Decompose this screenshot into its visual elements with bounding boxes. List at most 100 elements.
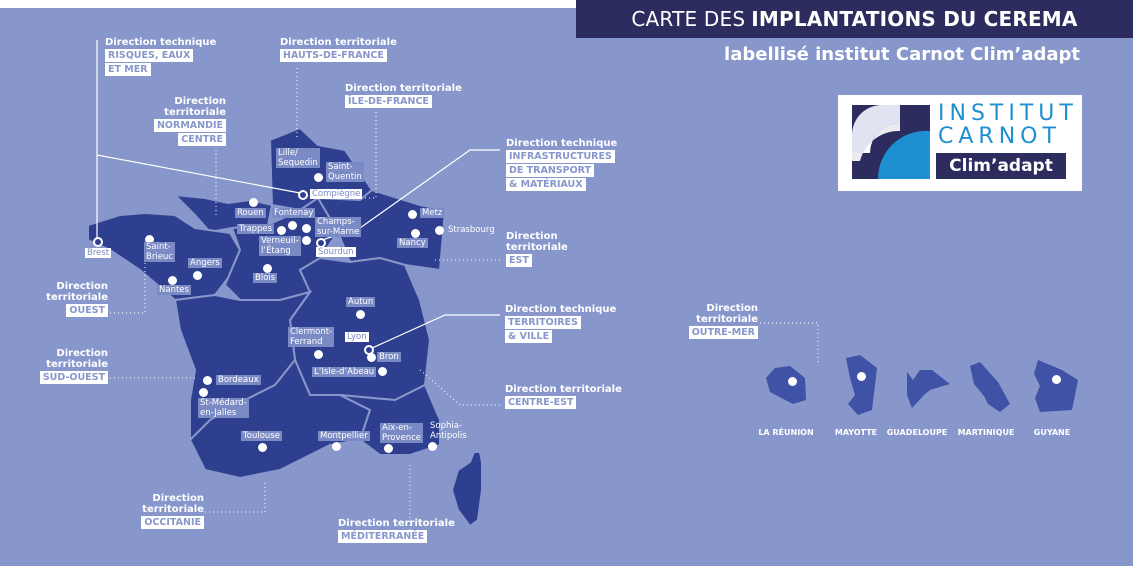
city-label-lyon: Lyon bbox=[345, 332, 369, 342]
city-dot-montpellier[interactable] bbox=[332, 442, 341, 451]
overseas-martinique: MARTINIQUE bbox=[957, 428, 1015, 437]
city-dot-aix[interactable] bbox=[384, 444, 393, 453]
city-label-champs: Champs- sur-Marne bbox=[315, 217, 362, 237]
city-label-compiegne: Compiègne bbox=[310, 189, 363, 199]
city-dot-nantes[interactable] bbox=[168, 276, 177, 285]
direction-centre-est: Direction territoriale CENTRE-EST bbox=[505, 384, 622, 409]
logo-line-3: Clim’adapt bbox=[936, 153, 1066, 179]
top-strip bbox=[0, 0, 576, 8]
city-label-fontenay: Fontenay bbox=[272, 208, 316, 218]
city-label-nantes: Nantes bbox=[157, 285, 191, 295]
city-dot-bordeaux[interactable] bbox=[203, 376, 212, 385]
city-label-trappes: Trappes bbox=[237, 224, 275, 234]
city-label-autun: Autun bbox=[346, 297, 376, 307]
city-dot-blois[interactable] bbox=[263, 264, 272, 273]
direction-type: Direction bbox=[506, 231, 558, 242]
city-label-saint-brieuc: Saint- Brieuc bbox=[144, 242, 175, 262]
overseas-guadeloupe: GUADELOUPE bbox=[886, 428, 948, 437]
direction-type: Direction territoriale bbox=[696, 303, 758, 325]
city-dot-mayotte[interactable] bbox=[857, 372, 866, 381]
direction-hauts-de-france: Direction territoriale HAUTS-DE-FRANCE bbox=[280, 37, 397, 62]
city-dot-strasbourg[interactable] bbox=[435, 226, 444, 235]
city-dot-saint-quentin[interactable] bbox=[314, 173, 323, 182]
direction-ile-de-france: Direction territoriale ÎLE-DE-FRANCE bbox=[345, 83, 462, 108]
direction-sud-ouest: Direction territoriale SUD-OUEST bbox=[30, 348, 108, 384]
direction-type: Direction technique bbox=[505, 304, 617, 315]
page-title: CARTE DES IMPLANTATIONS DU CEREMA bbox=[576, 0, 1133, 38]
overseas-la-reunion: LA RÉUNION bbox=[758, 428, 814, 437]
city-label-strasbourg: Strasbourg bbox=[448, 225, 495, 235]
city-label-bordeaux: Bordeaux bbox=[216, 375, 261, 385]
city-dot-nancy[interactable] bbox=[411, 229, 420, 238]
direction-type: Direction territoriale bbox=[142, 493, 204, 515]
direction-name: & VILLE bbox=[505, 330, 553, 343]
city-label-nancy: Nancy bbox=[397, 238, 428, 248]
overseas-guyane: GUYANE bbox=[1033, 428, 1071, 437]
city-label-clermont: Clermont- Ferrand bbox=[288, 327, 335, 347]
city-dot-st-medard[interactable] bbox=[199, 388, 208, 397]
direction-type: territoriale bbox=[46, 359, 108, 370]
city-dot-metz[interactable] bbox=[408, 210, 417, 219]
direction-ouest: Direction territoriale OUEST bbox=[40, 281, 108, 317]
city-label-montpellier: Montpellier bbox=[318, 431, 370, 441]
city-label-rouen: Rouen bbox=[235, 208, 266, 218]
direction-territoires-ville: Direction technique TERRITOIRES & VILLE bbox=[505, 304, 616, 343]
direction-name: OUTRE-MER bbox=[688, 326, 758, 339]
city-dot-fontenay[interactable] bbox=[288, 221, 297, 230]
direction-name: CENTRE bbox=[178, 133, 226, 146]
city-label-bron: Bron bbox=[377, 352, 401, 362]
city-dot-guyane[interactable] bbox=[1052, 375, 1061, 384]
direction-name: OCCITANIE bbox=[141, 516, 204, 529]
city-label-st-medard: St-Médard- en-Jalles bbox=[198, 398, 249, 418]
city-dot-bron[interactable] bbox=[367, 353, 376, 362]
direction-name: DE TRANSPORT bbox=[506, 164, 595, 177]
direction-name: ÎLE-DE-FRANCE bbox=[345, 95, 432, 108]
direction-name: NORMANDIE bbox=[153, 119, 226, 132]
city-dot-saint-brieuc[interactable] bbox=[145, 235, 154, 244]
city-label-isle-abeau: L’Isle-d’Abeau bbox=[312, 367, 377, 377]
title-bold: IMPLANTATIONS DU CEREMA bbox=[751, 7, 1078, 31]
overseas-mayotte: MAYOTTE bbox=[834, 428, 878, 437]
direction-type: territoriale bbox=[506, 242, 568, 253]
direction-name: CENTRE-EST bbox=[505, 396, 577, 409]
city-label-toulouse: Toulouse bbox=[241, 431, 282, 441]
direction-name: EST bbox=[506, 254, 532, 267]
direction-normandie-centre: Direction territoriale NORMANDIE CENTRE bbox=[150, 96, 226, 146]
city-dot-isle-abeau[interactable] bbox=[378, 367, 387, 376]
city-dot-angers[interactable] bbox=[193, 271, 202, 280]
direction-type: Direction technique bbox=[105, 37, 217, 48]
direction-type: Direction bbox=[56, 348, 108, 359]
direction-type: Direction bbox=[174, 96, 226, 107]
direction-name: MÉDITERRANÉE bbox=[338, 530, 428, 543]
city-dot-champs[interactable] bbox=[302, 224, 311, 233]
city-label-sourdun: Sourdun bbox=[316, 247, 356, 257]
direction-type: Direction territoriale bbox=[338, 518, 455, 529]
city-label-aix: Aix-en- Provence bbox=[380, 423, 424, 443]
direction-type: territoriale bbox=[46, 292, 108, 303]
city-label-blois: Blois bbox=[253, 273, 278, 283]
city-dot-toulouse[interactable] bbox=[258, 443, 267, 452]
direction-occitanie: Direction territoriale OCCITANIE bbox=[100, 493, 204, 529]
city-ring-brest[interactable] bbox=[93, 237, 103, 247]
direction-name: ET MER bbox=[105, 63, 151, 76]
direction-name: HAUTS-DE-FRANCE bbox=[280, 49, 387, 62]
city-dot-rouen[interactable] bbox=[249, 198, 258, 207]
city-dot-autun[interactable] bbox=[356, 310, 365, 319]
city-label-sophia: Sophia- Antipolis bbox=[430, 421, 467, 441]
city-dot-trappes[interactable] bbox=[277, 226, 286, 235]
direction-name: INFRASTRUCTURES bbox=[506, 150, 615, 163]
direction-name: RISQUES, EAUX bbox=[105, 49, 194, 62]
direction-type: Direction territoriale bbox=[345, 83, 462, 94]
direction-outre-mer: Direction territoriale OUTRE-MER bbox=[650, 303, 758, 339]
direction-type: Direction territoriale bbox=[280, 37, 397, 48]
city-ring-compiegne[interactable] bbox=[298, 190, 308, 200]
city-dot-sophia[interactable] bbox=[428, 442, 437, 451]
direction-type: Direction technique bbox=[506, 138, 618, 149]
city-dot-verneuil[interactable] bbox=[302, 236, 311, 245]
direction-name: OUEST bbox=[66, 304, 108, 317]
city-dot-la-reunion[interactable] bbox=[788, 377, 797, 386]
city-label-lille: Lille/ Sequedin bbox=[276, 148, 320, 168]
city-dot-clermont[interactable] bbox=[314, 350, 323, 359]
city-label-verneuil: Verneuil- l’Étang bbox=[259, 236, 301, 256]
city-label-saint-quentin: Saint- Quentin bbox=[326, 162, 364, 182]
